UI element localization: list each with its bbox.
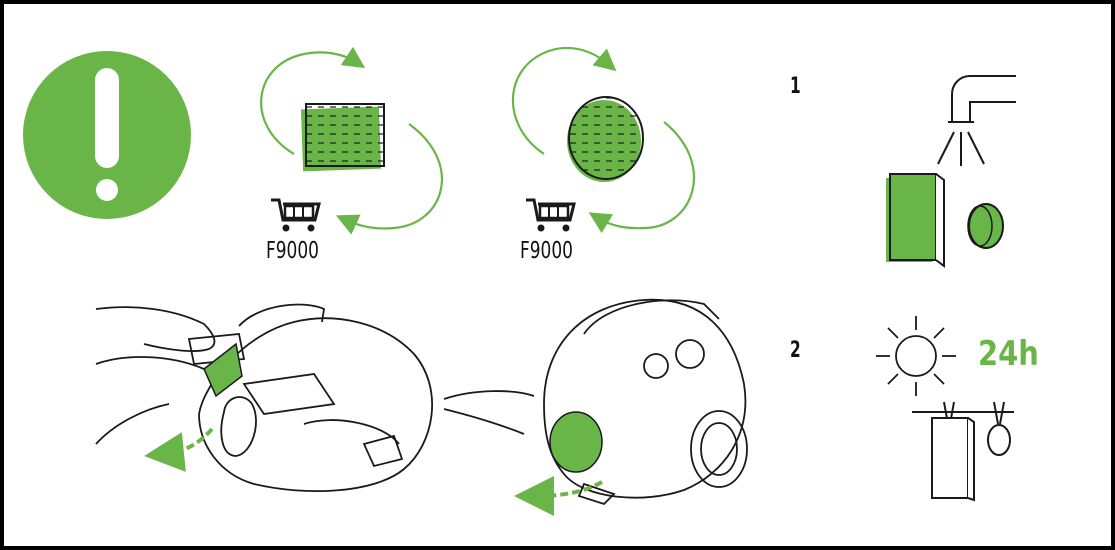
- step-number: 1: [790, 74, 801, 99]
- sun-icon: [876, 316, 956, 396]
- vacuum-open-illustration: [95, 303, 434, 493]
- drying-line-icon: [912, 401, 1014, 502]
- round-filter-green-piece: [549, 411, 603, 473]
- illustration: [23, 46, 1016, 516]
- round-filter-replace: [511, 46, 695, 234]
- remove-arrow-icon: [514, 475, 603, 516]
- filter-code-label: F9000: [266, 238, 319, 264]
- instruction-panel: F9000 F9000 1 2 24h: [4, 4, 1111, 546]
- remove-arrow-icon: [144, 427, 214, 472]
- vacuum-closed-illustration: [443, 298, 748, 506]
- washed-filters: [886, 173, 1004, 268]
- filter-code-label: F9000: [520, 238, 573, 264]
- exclamation-icon: [23, 51, 191, 219]
- rectangular-filter-replace: [260, 46, 444, 235]
- shopping-cart-icon: [526, 198, 576, 232]
- water-tap-icon: [937, 75, 1016, 166]
- step-number: 2: [790, 338, 801, 363]
- shopping-cart-icon: [271, 198, 321, 232]
- filter-green-piece: [203, 342, 243, 398]
- drying-duration: 24h: [978, 334, 1039, 374]
